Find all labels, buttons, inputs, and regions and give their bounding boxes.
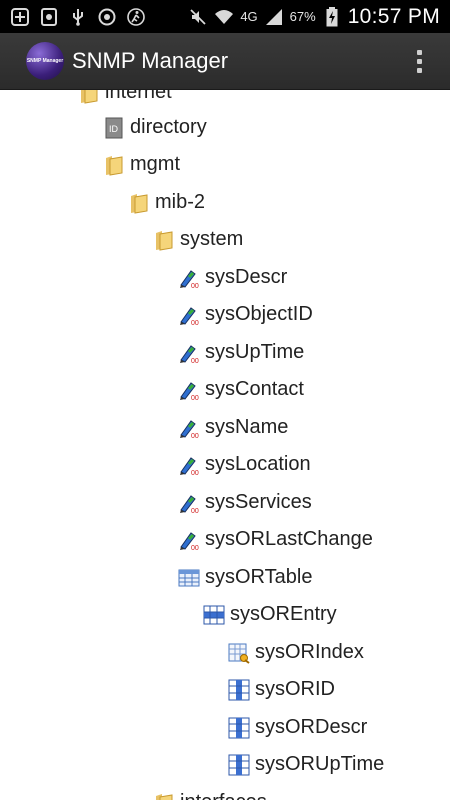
app-title: SNMP Manager xyxy=(72,48,229,73)
battery-percent: 67% xyxy=(289,9,316,24)
usb-icon xyxy=(68,7,88,27)
tree-node-label: sysORIndex xyxy=(255,641,364,663)
network-type: 4G xyxy=(240,9,258,24)
tree-node-label: mgmt xyxy=(130,153,180,175)
svg-text:00: 00 xyxy=(191,283,199,289)
scalar-icon: 00 xyxy=(178,342,200,364)
tree-leaf-sysDescr[interactable]: 00 sysDescr xyxy=(178,259,287,296)
table-icon xyxy=(178,567,200,589)
scalar-icon: 00 xyxy=(178,379,200,401)
tree-node-label: sysORUpTime xyxy=(255,753,385,775)
tree-leaf-sysUpTime[interactable]: 00 sysUpTime xyxy=(178,334,304,371)
tree-node-sysOREntry[interactable]: sysOREntry xyxy=(203,596,337,633)
index-column-icon xyxy=(228,642,250,664)
tree-node-label: sysORLastChange xyxy=(205,528,373,550)
svg-text:00: 00 xyxy=(191,320,199,326)
tree-node-label: mib-2 xyxy=(155,191,206,213)
tree-node-label: sysName xyxy=(205,416,289,438)
scalar-icon: 00 xyxy=(178,492,200,514)
tree-leaf-sysServices[interactable]: 00 sysServices xyxy=(178,484,312,521)
tree-leaf-sysORIndex[interactable]: sysORIndex xyxy=(228,634,364,671)
sim-notification-icon xyxy=(39,7,59,27)
svg-text:00: 00 xyxy=(191,508,199,514)
scalar-icon: 00 xyxy=(178,417,200,439)
tree-node-label: sysServices xyxy=(205,491,312,513)
tree-node-interfaces[interactable]: interfaces xyxy=(153,784,267,800)
tree-leaf-sysName[interactable]: 00 sysName xyxy=(178,409,288,446)
folder-icon xyxy=(103,154,125,176)
app-logo[interactable]: SNMP Manager xyxy=(26,42,64,80)
app-logo-text: SNMP Manager xyxy=(26,58,64,64)
column-icon xyxy=(228,679,250,701)
tree-node-label: sysOREntry xyxy=(230,603,337,625)
overflow-dot xyxy=(417,67,422,73)
svg-text:00: 00 xyxy=(191,470,199,476)
overflow-dot xyxy=(417,58,422,64)
activity-icon xyxy=(126,7,146,27)
tree-leaf-sysContact[interactable]: 00 sysContact xyxy=(178,371,304,408)
scalar-icon: 00 xyxy=(178,529,200,551)
clock: 10:57 PM xyxy=(347,4,440,28)
svg-text:00: 00 xyxy=(191,433,199,439)
folder-icon xyxy=(78,90,100,104)
tree-node-label: sysLocation xyxy=(205,453,311,475)
tree-node-label: sysORDescr xyxy=(255,716,368,738)
tree-leaf-sysORLastChange[interactable]: 00 sysORLastChange xyxy=(178,521,373,558)
tree-leaf-sysORID[interactable]: sysORID xyxy=(228,671,335,708)
wifi-icon xyxy=(214,7,234,27)
folder-icon xyxy=(153,229,175,251)
tree-node-label: sysUpTime xyxy=(205,341,305,363)
overflow-menu-button[interactable] xyxy=(417,49,422,73)
status-bar: 4G 67% 10:57 PM xyxy=(0,0,450,33)
tree-node-mib-2[interactable]: mib-2 xyxy=(128,184,205,221)
tree-node-label: sysContact xyxy=(205,378,304,400)
tree-leaf-sysORDescr[interactable]: sysORDescr xyxy=(228,709,367,746)
entry-icon xyxy=(203,604,225,626)
add-notification-icon xyxy=(10,7,30,27)
tree-node-label: sysORTable xyxy=(205,566,313,588)
tree-node-label: interfaces xyxy=(180,791,267,800)
tree-leaf-sysLocation[interactable]: 00 sysLocation xyxy=(178,446,311,483)
mib-tree: internet ID directory mgmt mib-2 system … xyxy=(0,90,450,800)
chrome-icon xyxy=(97,7,117,27)
signal-icon xyxy=(264,7,284,27)
tree-node-internet[interactable]: internet xyxy=(78,90,172,111)
tree-node-directory[interactable]: ID directory xyxy=(103,109,207,146)
svg-text:00: 00 xyxy=(191,395,199,401)
tree-leaf-sysObjectID[interactable]: 00 sysObjectID xyxy=(178,296,313,333)
mute-icon xyxy=(188,7,208,27)
tree-node-label: internet xyxy=(105,90,172,103)
tree-node-label: sysObjectID xyxy=(205,303,313,325)
battery-charging-icon xyxy=(322,6,342,27)
tree-node-label: sysORID xyxy=(255,678,335,700)
action-bar: SNMP Manager SNMP Manager xyxy=(0,33,450,90)
scalar-icon: 00 xyxy=(178,454,200,476)
tree-node-system[interactable]: system xyxy=(153,221,243,258)
svg-text:00: 00 xyxy=(191,545,199,551)
tree-node-sysORTable[interactable]: sysORTable xyxy=(178,559,312,596)
svg-text:ID: ID xyxy=(109,124,119,134)
column-icon xyxy=(228,754,250,776)
column-icon xyxy=(228,717,250,739)
tree-leaf-sysORUpTime[interactable]: sysORUpTime xyxy=(228,746,384,783)
overflow-dot xyxy=(417,49,422,55)
scalar-icon: 00 xyxy=(178,304,200,326)
scalar-icon: 00 xyxy=(178,267,200,289)
folder-icon xyxy=(153,792,175,800)
tree-node-label: sysDescr xyxy=(205,266,288,288)
svg-text:00: 00 xyxy=(191,358,199,364)
tree-node-label: system xyxy=(180,228,244,250)
tree-node-label: directory xyxy=(130,116,207,138)
folder-icon xyxy=(128,192,150,214)
document-icon: ID xyxy=(103,117,125,139)
tree-node-mgmt[interactable]: mgmt xyxy=(103,146,180,183)
